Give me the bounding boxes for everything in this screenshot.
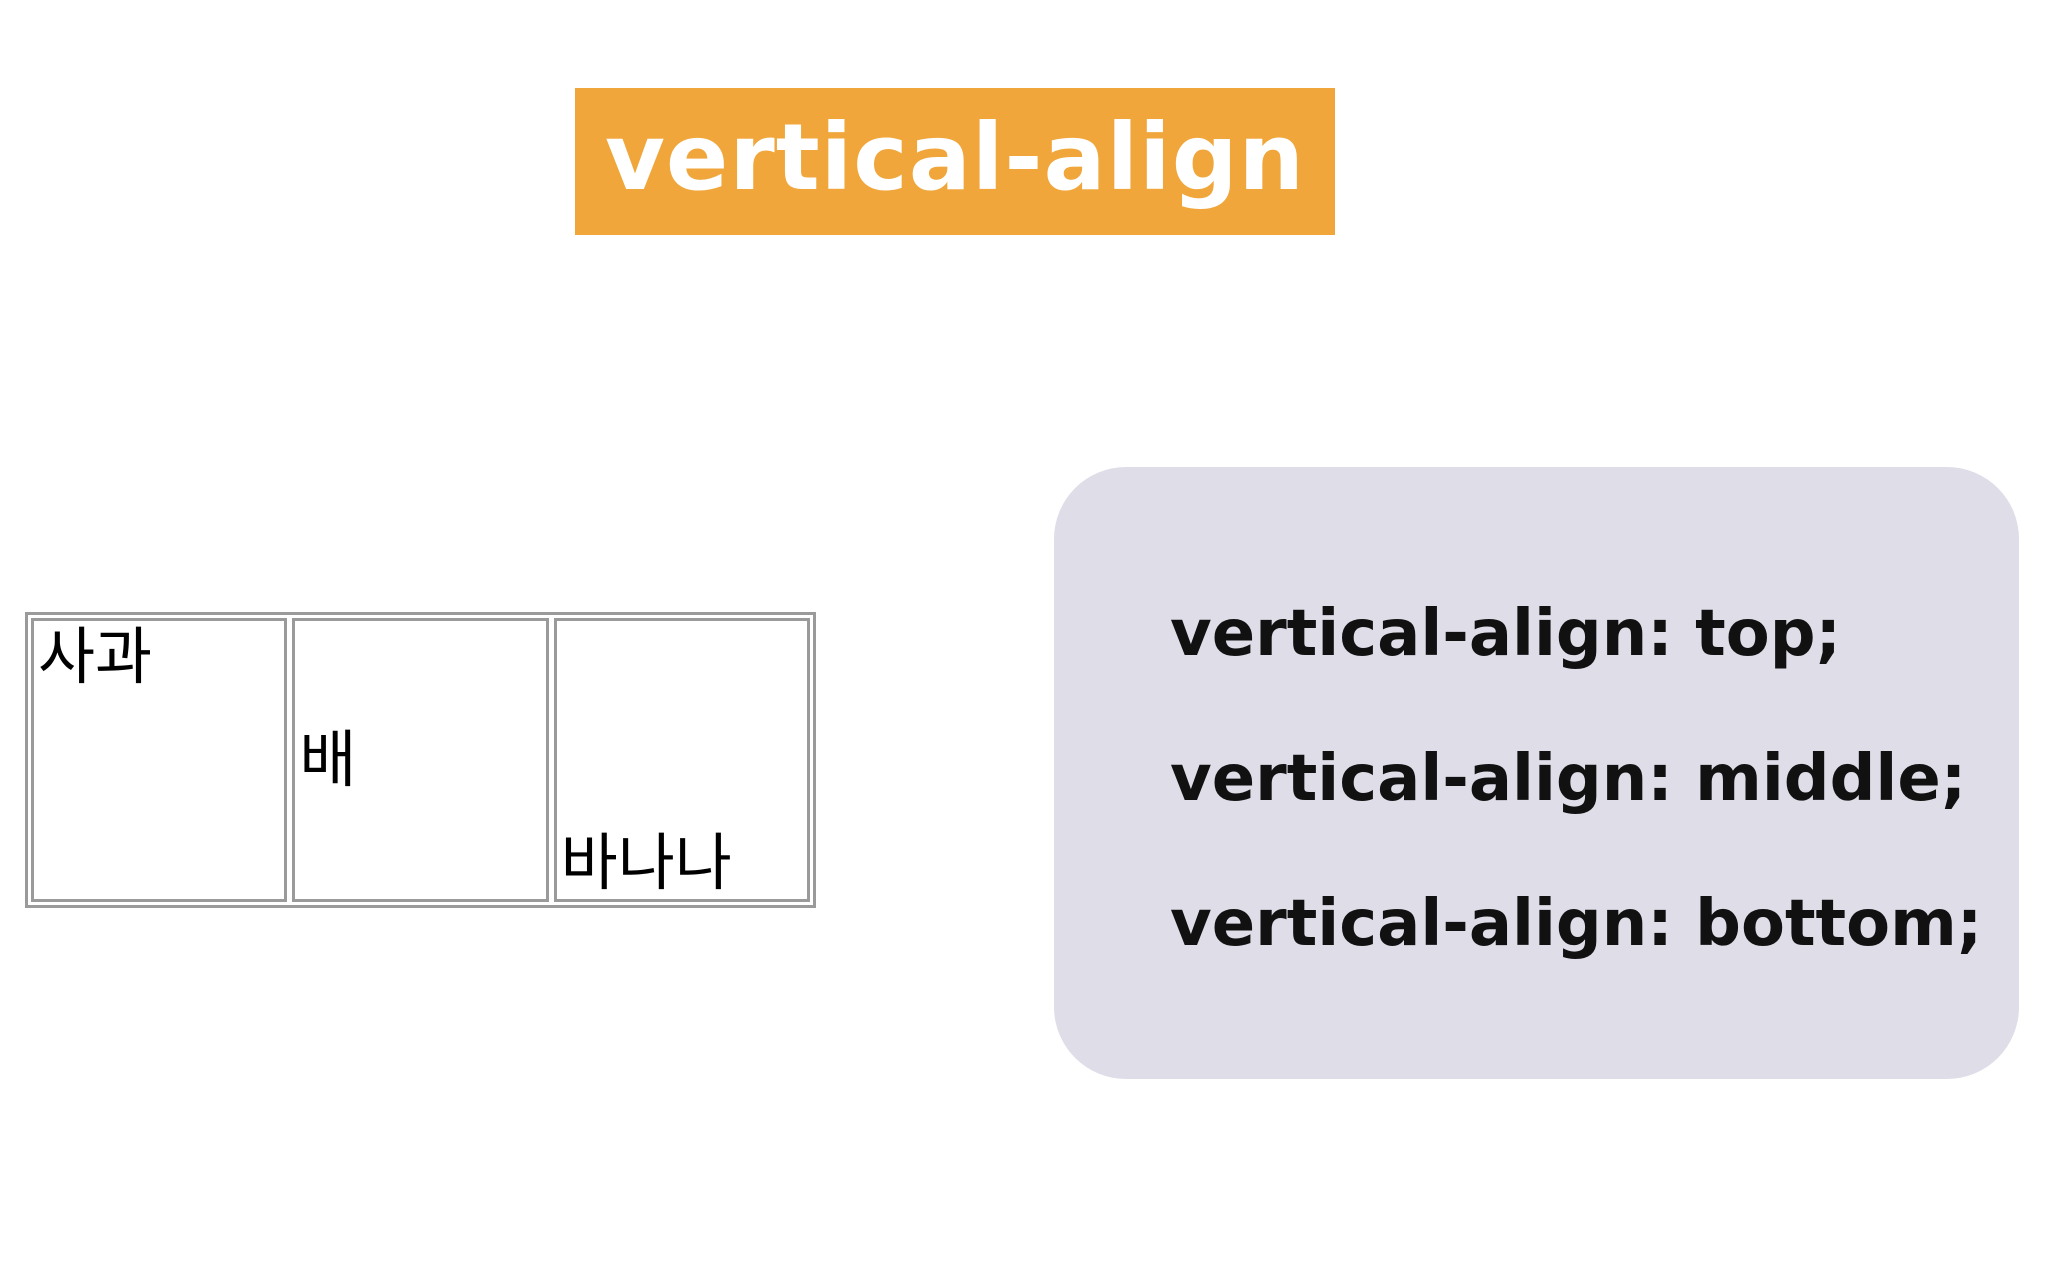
cell-text-pear: 배	[299, 722, 357, 796]
code-panel: vertical-align: top; vertical-align: mid…	[1054, 467, 2019, 1079]
title-banner: vertical-align	[575, 88, 1335, 235]
table-cell-bottom: 바나나	[553, 618, 810, 902]
table-cell-middle: 배	[292, 618, 549, 902]
cell-text-apple: 사과	[38, 620, 153, 693]
code-line-top: vertical-align: top;	[1170, 597, 1842, 671]
demo-table: 사과 배 바나나	[25, 612, 816, 908]
cell-text-banana: 바나나	[560, 825, 732, 899]
table-cell-top: 사과	[31, 618, 288, 902]
slide-title: vertical-align	[604, 103, 1306, 211]
code-line-bottom: vertical-align: bottom;	[1170, 887, 1983, 961]
code-line-middle: vertical-align: middle;	[1170, 742, 1967, 816]
